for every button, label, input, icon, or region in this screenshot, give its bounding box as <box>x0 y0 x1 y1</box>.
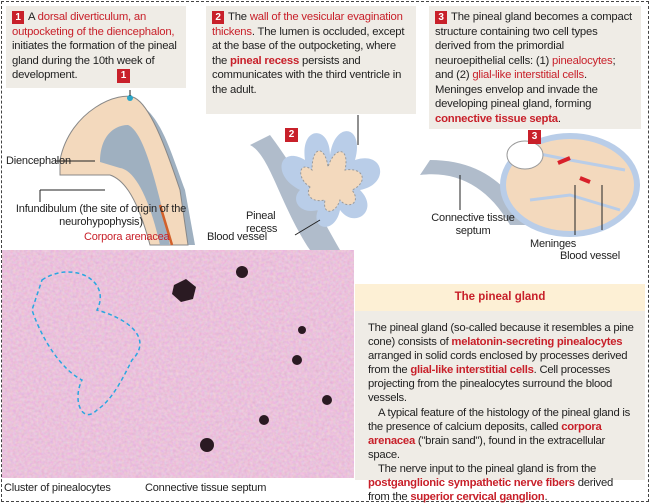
diagram-tag-1: 1 <box>117 69 130 83</box>
highlighted-term: connective tissue septa <box>435 112 558 125</box>
label-pineal-recess: Pineal recess <box>246 210 278 235</box>
caption-text: persists and communicates with the third… <box>212 54 402 96</box>
diverticulum-diagram <box>39 90 195 246</box>
highlighted-term: superior cervical ganglion <box>410 491 545 504</box>
evagination-diagram <box>250 115 381 250</box>
caption-text: ; and (2) <box>435 54 616 82</box>
highlighted-term: dorsal diverticulum, an outpocketing of … <box>12 11 175 38</box>
caption-text: . <box>544 491 548 504</box>
caption-text: The pineal gland (so-called because it r… <box>368 322 634 349</box>
highlighted-term: wall of the vesicular evagination thicke… <box>212 11 403 38</box>
step-2-caption: 2 The wall of the vesicular evagination t… <box>206 6 416 114</box>
info-title: The pineal gland <box>355 284 645 311</box>
caption-text: The pineal gland becomes a compact struc… <box>435 11 632 67</box>
highlighted-term: glial-like interstitial cells <box>410 364 534 377</box>
highlighted-term: pinealocytes <box>552 54 613 67</box>
caption-text: The nerve input to the pineal gland is f… <box>378 462 597 475</box>
caption-text: initiates the formation of the pineal gl… <box>12 40 177 81</box>
step-number-badge: 2 <box>212 11 224 24</box>
caption-text: arranged in solid cords enclosed by proc… <box>368 350 628 377</box>
caption-text: ("brain sand"), found in the extracellul… <box>368 434 606 461</box>
caption-text: The <box>228 11 250 23</box>
caption-text: . <box>557 112 561 125</box>
pinealocyte-cluster-outline <box>31 271 141 416</box>
info-body: The pineal gland (so-called because it r… <box>355 311 645 504</box>
label-cluster-pinealocytes: Cluster of pinealocytes <box>4 482 111 494</box>
compact-gland-diagram <box>420 133 640 237</box>
caption-text: . Cell processes projecting from the pin… <box>368 364 613 405</box>
step-number-badge: 1 <box>12 11 24 24</box>
caption-text: derived from the <box>368 477 614 504</box>
step-number-badge: 3 <box>435 11 447 24</box>
caption-text: A typical feature of the histology of th… <box>368 406 631 433</box>
info-paragraph: The nerve input to the pineal gland is f… <box>368 462 635 504</box>
label-infundibulum: Infundibulum (the site of origin of the … <box>15 203 187 228</box>
diagram-tag-2: 2 <box>285 128 298 142</box>
diagram-tag-3: 3 <box>528 130 541 144</box>
highlighted-term: melatonin-secreting pinealocytes <box>451 336 623 349</box>
info-paragraph: The pineal gland (so-called because it r… <box>368 321 635 406</box>
caption-text: A <box>28 11 38 23</box>
caption-text: . Meninges envelop and invade the develo… <box>435 69 598 110</box>
label-blood-vessel-micro: Blood vessel <box>207 231 267 243</box>
histology-micrograph <box>2 250 354 478</box>
highlighted-term: postganglionic sympathetic nerve fibers <box>368 477 575 490</box>
pineal-gland-info-panel: The pineal gland The pineal gland (so-ca… <box>355 284 645 503</box>
label-meninges: Meninges <box>530 238 577 250</box>
caption-text: . The lumen is occluded, except at the b… <box>212 25 405 67</box>
highlighted-term: corpora arenacea <box>368 420 602 447</box>
label-diencephalon: Diencephalon <box>6 155 71 167</box>
highlighted-term: pineal recess <box>230 54 300 67</box>
label-ct-septum-micro: Connective tissue septum <box>145 482 267 494</box>
label-blood-vessel-3: Blood vessel <box>560 250 620 262</box>
label-corpora-arenacea: Corpora arenacea <box>84 231 170 243</box>
highlighted-term: glial-like interstitial cells <box>472 69 584 81</box>
label-ct-septum: Connective tissue septum <box>431 212 515 237</box>
info-paragraph: A typical feature of the histology of th… <box>368 406 635 462</box>
